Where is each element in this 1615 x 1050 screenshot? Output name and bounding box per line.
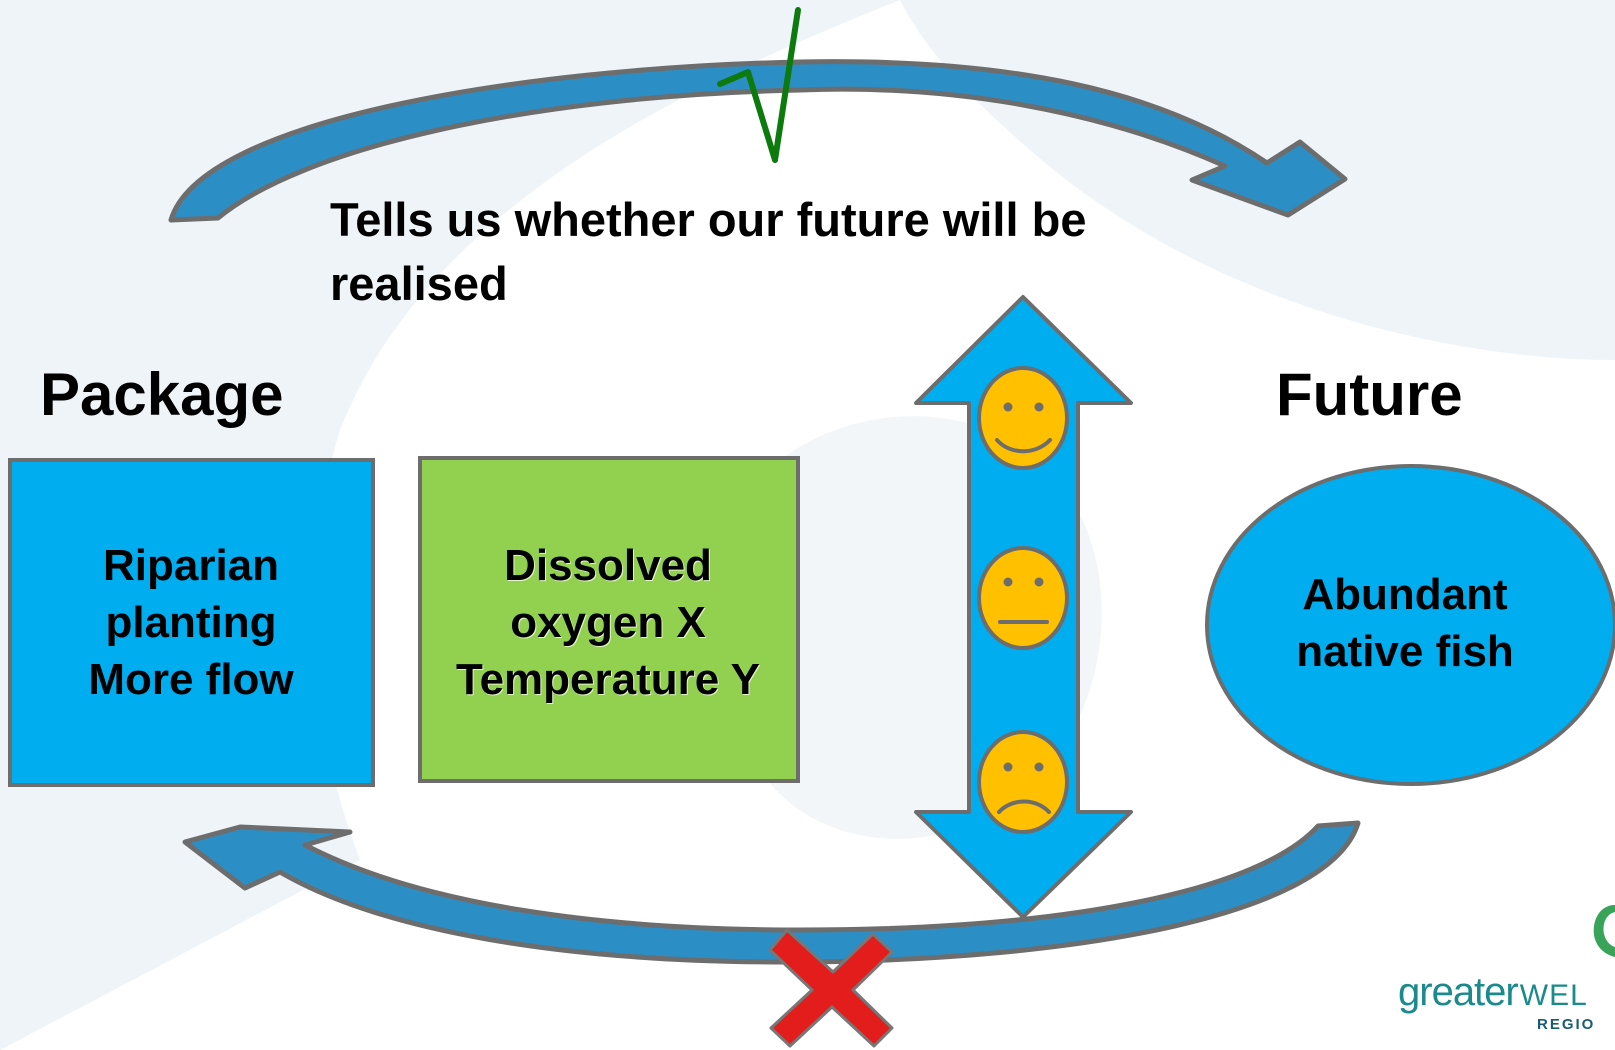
- package-line-2: planting: [105, 598, 277, 647]
- caption-line-1: Tells us whether our future will be: [330, 193, 1087, 246]
- logo-region: REGIO: [1537, 1016, 1596, 1033]
- package-box-text: Riparian planting More flow: [10, 537, 372, 708]
- logo-word-greater: greater: [1398, 970, 1519, 1014]
- diagram-caption: Tells us whether our future will be real…: [330, 188, 1230, 316]
- future-line-2: native fish: [1296, 627, 1514, 676]
- indicator-box-text: Dissolved oxygen X Temperature Y: [418, 537, 798, 708]
- indicator-line-3: Temperature Y: [455, 655, 761, 704]
- future-circle-text: Abundant native fish: [1205, 566, 1605, 680]
- indicator-line-1: Dissolved: [504, 541, 712, 590]
- logo-wordmark: greaterWEL: [1398, 970, 1588, 1015]
- package-line-3: More flow: [88, 655, 294, 704]
- future-line-1: Abundant: [1302, 570, 1508, 619]
- caption-line-2: realised: [330, 257, 508, 310]
- future-heading: Future: [1276, 361, 1463, 428]
- package-line-1: Riparian: [102, 541, 280, 590]
- package-heading: Package: [40, 361, 284, 428]
- logo-word-wel: WEL: [1519, 979, 1588, 1012]
- indicator-line-2: oxygen X: [510, 598, 706, 647]
